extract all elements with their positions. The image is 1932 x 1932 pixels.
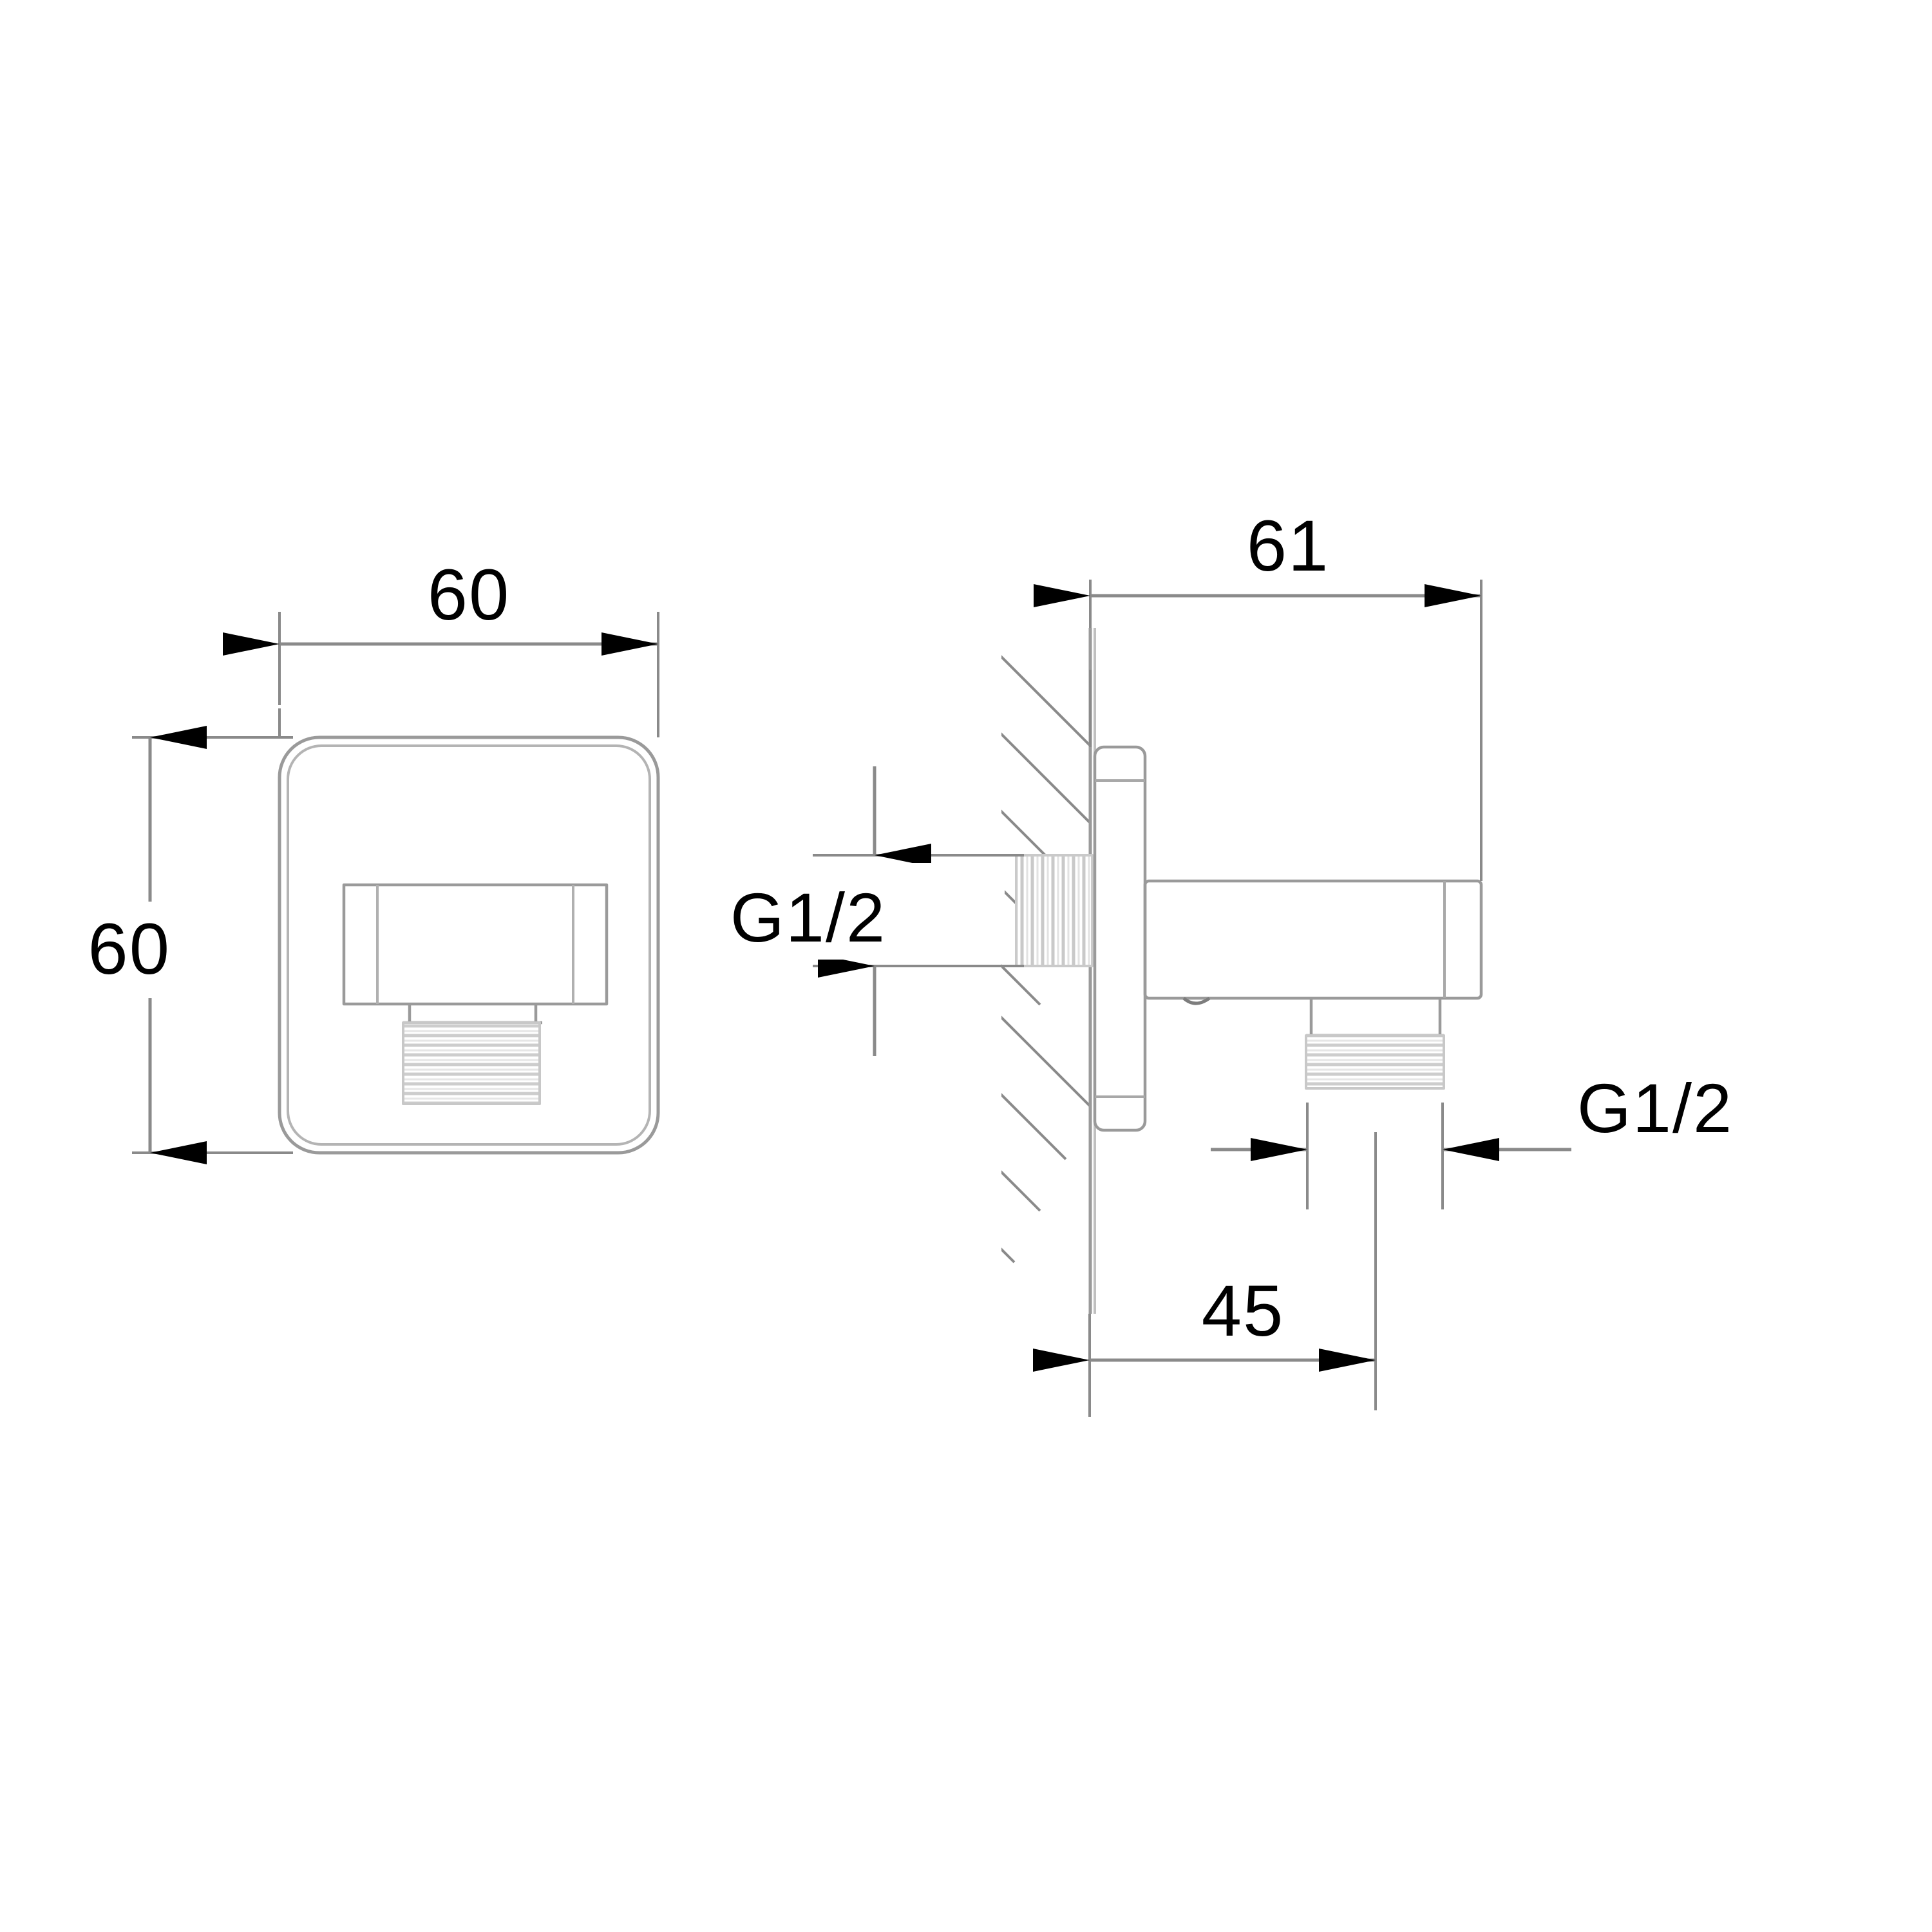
dim-outlet-centre-dist: 45 — [1033, 1271, 1376, 1372]
front-plate-outer — [278, 735, 660, 1155]
front-block-body — [342, 883, 609, 1006]
dim-side-projection-label: 61 — [1247, 506, 1330, 586]
dim-inlet-thread-label: G1/2 — [730, 878, 886, 956]
dim-front-height-label: 60 — [88, 909, 171, 989]
side-outlet-thread — [1306, 1036, 1444, 1088]
dim-side-projection: 61 — [1034, 506, 1481, 607]
dim-front-width-label: 60 — [428, 554, 511, 635]
inlet-thread-outline — [1015, 854, 1094, 967]
front-outlet-thread-outline — [402, 1021, 541, 1105]
dim-front-width: 60 — [223, 554, 658, 656]
side-outlet-thread-outline — [1305, 1034, 1445, 1090]
front-outlet-thread — [403, 1023, 540, 1104]
front-plate-inner — [287, 744, 651, 1146]
dim-outlet-centre-dist-label: 45 — [1202, 1271, 1285, 1351]
side-body — [1143, 879, 1483, 1000]
dim-inlet-thread: G1/2 — [730, 766, 1005, 1056]
dim-outlet-thread: G1/2 — [1211, 1069, 1733, 1161]
front-view — [132, 612, 660, 1155]
front-width-extension-lines — [278, 612, 659, 737]
dim-front-height: 60 — [88, 726, 229, 1164]
body-notch-mark — [1182, 996, 1211, 1005]
inlet-thread — [1016, 855, 1092, 966]
dim-outlet-thread-label: G1/2 — [1577, 1069, 1733, 1147]
